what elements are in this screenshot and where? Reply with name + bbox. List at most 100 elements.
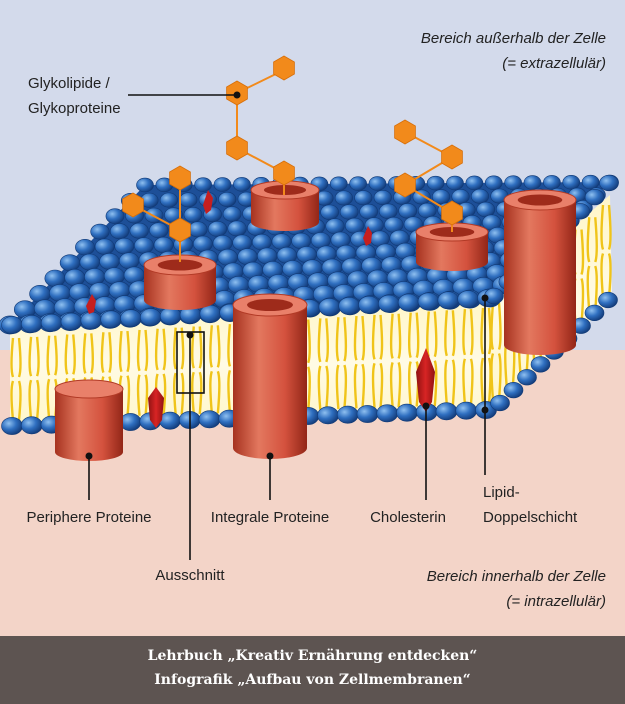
protein-body (55, 389, 123, 461)
lipid-head (114, 237, 135, 255)
lipid-head (490, 394, 510, 412)
lipid-tail (600, 204, 612, 250)
lipid-head (373, 189, 392, 205)
lipid-head (317, 406, 339, 425)
lipid-head (80, 311, 103, 330)
lipid-head (329, 176, 348, 192)
integral-protein-left (143, 254, 217, 310)
lipid-label-line2: Doppelschicht (483, 509, 578, 526)
lipid-head (562, 174, 581, 190)
inside-label-line2: (= intrazellulär) (506, 593, 606, 610)
lipid-tail (335, 364, 348, 410)
lipid-head (598, 291, 618, 309)
lipid-head (232, 234, 253, 251)
lipid-head (153, 236, 174, 254)
protein-body (144, 265, 216, 310)
footer-title: Lehrbuch „Kreativ Ernährung entdecken“ (147, 648, 478, 664)
lipid-head (118, 252, 140, 270)
lipid-head (1, 417, 23, 435)
lipid-head (398, 203, 418, 219)
lipid-head (599, 174, 619, 192)
lipid-head (119, 413, 142, 431)
lipid-tail (10, 380, 22, 421)
lipid-head (94, 238, 115, 255)
lipid-head (134, 237, 154, 254)
peripheral-protein (54, 379, 124, 461)
footer-subtitle: Infografik „Aufbau von Zellmembranen“ (154, 672, 471, 688)
protein-pore (517, 194, 563, 206)
lipid-head (435, 402, 458, 421)
lipid-head (212, 235, 233, 252)
lipid-head (194, 177, 212, 192)
lipid-label-line1: Lipid- (483, 484, 520, 501)
lipid-head (378, 294, 400, 313)
lipid-head (584, 189, 605, 206)
lipid-head (336, 405, 359, 424)
cholesterol-top-2 (363, 226, 372, 246)
sugar-hexagon (226, 135, 248, 161)
sugar-hexagon (273, 55, 295, 81)
outside-label-line2: (= extrazellulär) (502, 55, 606, 72)
lipid-tail (371, 314, 384, 360)
lipid-head (105, 208, 125, 224)
ausschnitt-label: Ausschnitt (155, 567, 225, 584)
integral-protein-front (232, 293, 308, 459)
lipid-head (149, 222, 169, 239)
proteins (54, 180, 577, 461)
lipid-head (109, 223, 130, 240)
lipid-head (417, 202, 437, 219)
lipid-head (359, 203, 379, 220)
lipid-head (517, 369, 537, 386)
lipid-tail (28, 379, 40, 420)
sugar-hexagon (122, 192, 144, 218)
lipid-tail (64, 334, 76, 375)
inside-label-line1: Bereich innerhalb der Zelle (427, 568, 606, 585)
lipid-head (100, 310, 122, 329)
lipid-head (397, 293, 420, 312)
lipid-head (75, 239, 95, 256)
lipid-tail (28, 336, 40, 377)
lipid-head (349, 176, 367, 191)
lipid-head (523, 175, 542, 190)
lipid-head (338, 296, 360, 315)
lipid-head (227, 220, 247, 237)
lipid-head (334, 190, 353, 206)
lipid-head (356, 405, 379, 423)
lipid-head (503, 382, 524, 399)
lipid-tail (191, 371, 203, 414)
lipid-tail (389, 313, 402, 359)
sugar-hexagon (169, 217, 191, 243)
lipid-head (376, 404, 399, 423)
sugar-hexagon (169, 165, 191, 191)
lipid-tail (444, 359, 456, 406)
lipid-tail (154, 328, 167, 371)
lipid-head (437, 291, 460, 310)
lipid-head (358, 295, 380, 314)
lipid-head (354, 190, 373, 206)
outside-label-line1: Bereich außerhalb der Zelle (421, 30, 606, 47)
lipid-tail (586, 217, 598, 263)
lipid-head (457, 290, 479, 309)
lipid-tail (172, 327, 185, 370)
lipid-head (188, 221, 208, 238)
lipid-tail (389, 362, 402, 408)
lipid-tail (209, 325, 221, 368)
lipid-head (179, 192, 198, 208)
leader-dots (85, 91, 489, 460)
lipid-head (136, 177, 154, 193)
cholesterol-left (148, 387, 164, 428)
lipid-tail (335, 317, 348, 362)
lipid-tail (490, 302, 502, 350)
cholesterol-molecules (86, 190, 435, 428)
glyko-label-line2: Glykoproteine (28, 100, 121, 117)
lipid-head (530, 356, 551, 373)
lipid-tail (46, 335, 58, 376)
lipid-head (455, 401, 478, 420)
lipid-head (218, 191, 237, 207)
protein-top (54, 379, 124, 399)
lipid-head (470, 188, 490, 204)
leader-lines (88, 94, 486, 560)
cholesterol-top-3 (86, 294, 96, 314)
lipid-head (183, 206, 203, 223)
sugar-hexagon (441, 144, 463, 170)
